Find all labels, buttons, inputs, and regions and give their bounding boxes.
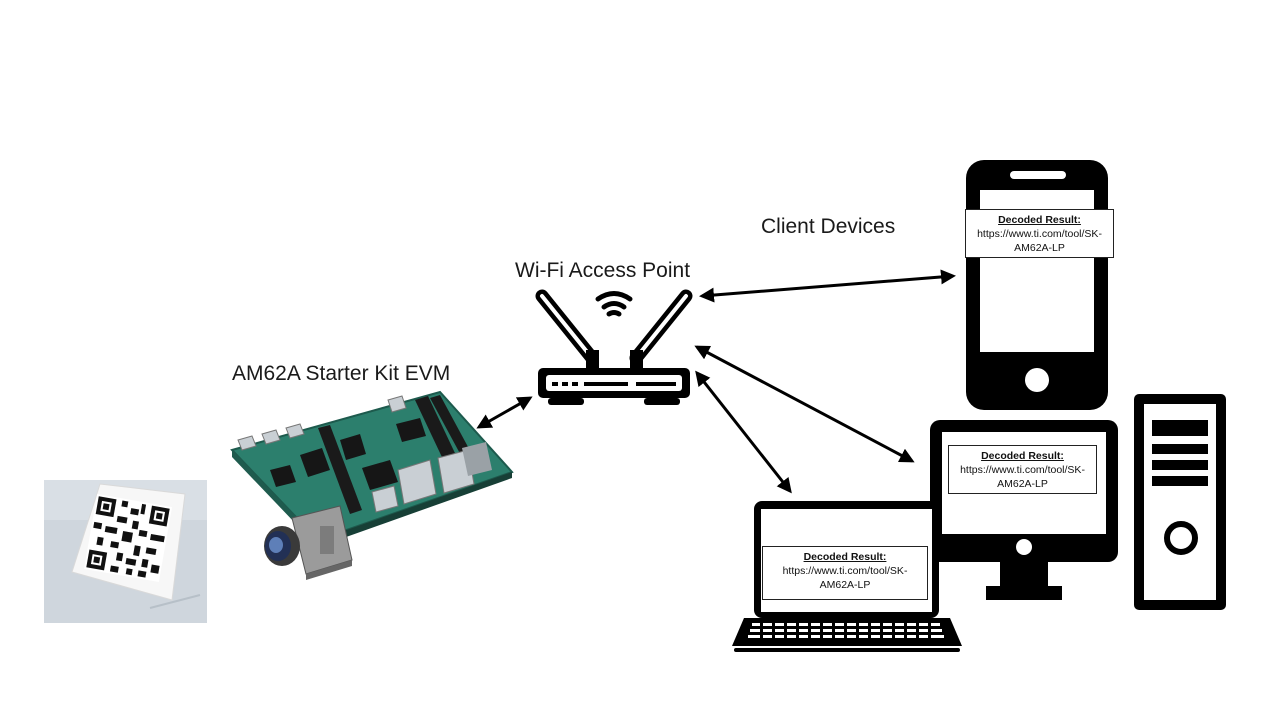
decoded-result-title: Decoded Result: (998, 214, 1081, 226)
qr-code-pattern (83, 493, 173, 583)
decoded-result-url: https://www.ti.com/tool/SK- (977, 228, 1102, 240)
qr-code-photo (44, 480, 207, 623)
starter-kit-label: AM62A Starter Kit EVM (232, 362, 451, 385)
decoded-result-url-end: AM62A-LP (997, 478, 1048, 490)
arrow-evm-router (476, 396, 533, 429)
phone-decoded-result: Decoded Result: https://www.ti.com/tool/… (965, 209, 1114, 258)
router-icon (535, 289, 693, 405)
decoded-result-url-end: AM62A-LP (819, 579, 871, 591)
phone-icon (966, 160, 1108, 410)
arrow-router-laptop (695, 370, 792, 494)
camera-icon (264, 505, 353, 580)
desktop-decoded-result: Decoded Result: https://www.ti.com/tool/… (948, 445, 1097, 494)
decoded-result-title: Decoded Result: (803, 551, 887, 563)
access-point-label: Wi-Fi Access Point (515, 259, 691, 282)
wifi-icon (595, 291, 633, 317)
decoded-result-url: https://www.ti.com/tool/SK- (960, 464, 1085, 476)
connection-arrows (476, 269, 956, 494)
decoded-result-title: Decoded Result: (981, 450, 1064, 462)
tower-icon (1134, 394, 1226, 610)
evm-board (230, 390, 514, 547)
decoded-result-url-end: AM62A-LP (1014, 242, 1065, 254)
arrow-router-phone (699, 269, 956, 303)
laptop-decoded-result: Decoded Result: https://www.ti.com/tool/… (762, 546, 928, 600)
decoded-result-url: https://www.ti.com/tool/SK- (782, 565, 908, 577)
arrow-router-desktop (694, 345, 915, 463)
client-devices-label: Client Devices (761, 215, 896, 238)
